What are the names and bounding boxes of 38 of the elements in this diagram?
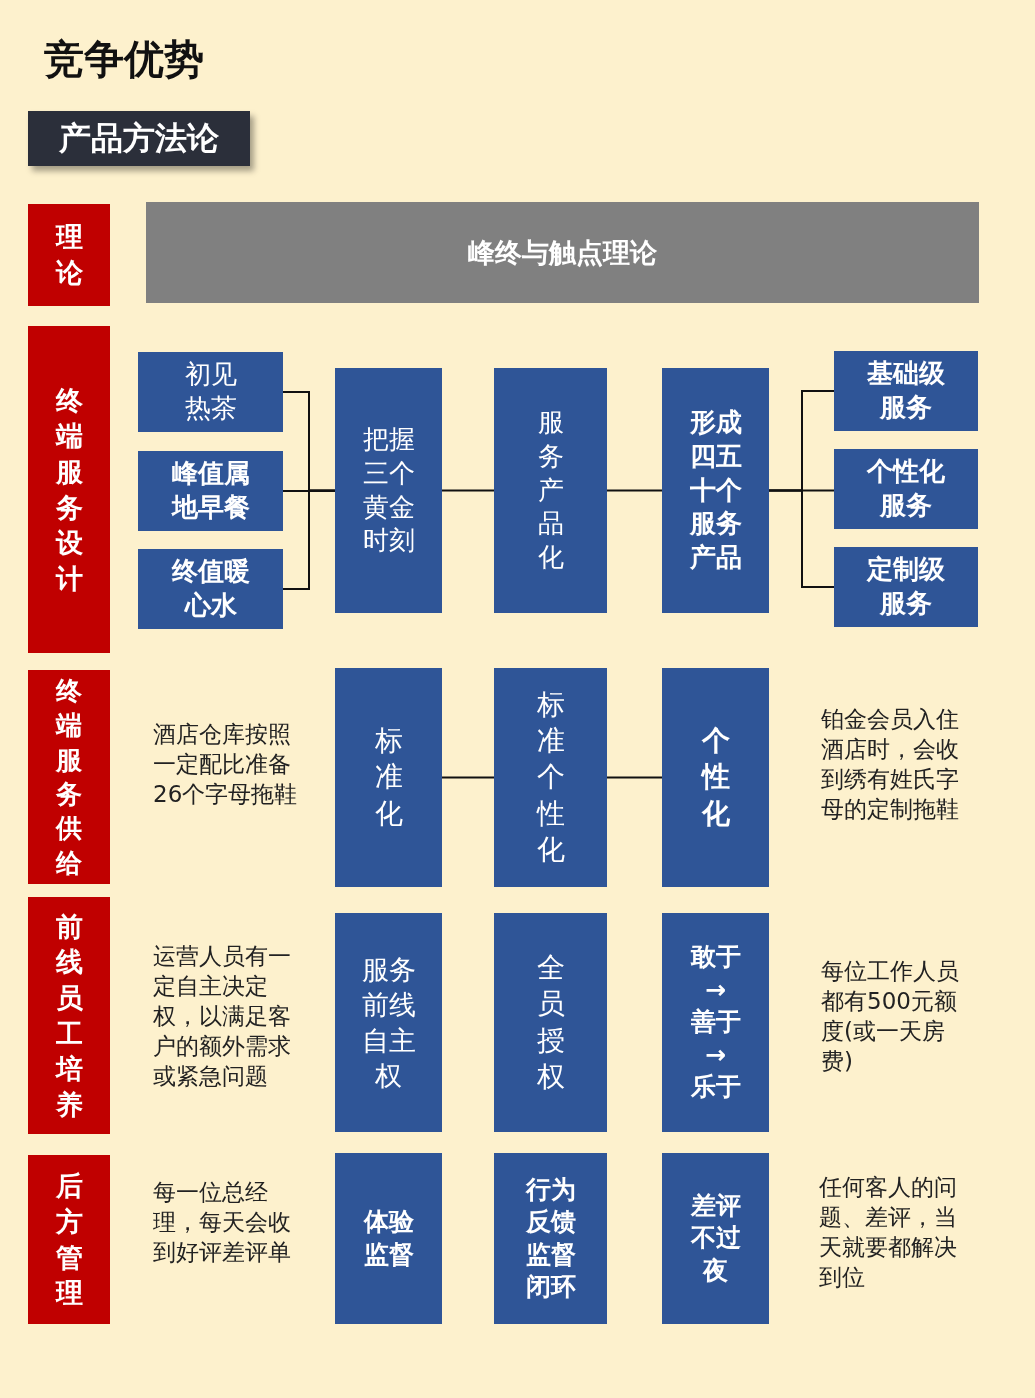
process-box: 基础级服务: [834, 351, 978, 431]
process-box: 行为反馈监督闭环: [494, 1153, 607, 1324]
connector-line: [282, 489, 336, 590]
row-header-box: 终端服务供给: [28, 670, 110, 884]
note-text: 运营人员有一定自主决定权，以满足客户的额外需求或紧急问题: [153, 942, 292, 1091]
process-box: 全员授权: [494, 913, 607, 1132]
process-box: 定制级服务: [834, 547, 978, 627]
connector-line: [606, 776, 663, 779]
process-box: 标准个性化: [494, 668, 607, 887]
note-text: 酒店仓库按照一定配比准备26个字母拖鞋: [153, 720, 299, 809]
note-text: 任何客人的问题、差评，当天就要都解决到位: [819, 1173, 958, 1292]
process-box: 敢于 → 善于 → 乐于: [662, 913, 769, 1132]
process-box: 峰值属地早餐: [138, 451, 283, 531]
process-box: 服务产品化: [494, 368, 607, 613]
process-box: 把握三个黄金时刻: [335, 368, 442, 613]
process-box: 服务前线自主权: [335, 913, 442, 1132]
connector-line: [441, 489, 495, 492]
process-box: 个性化: [662, 668, 769, 887]
process-box: 差评不过夜: [662, 1153, 769, 1324]
connector-line: [606, 489, 663, 492]
banner-box: 峰终与触点理论: [146, 202, 979, 303]
page-title: 竞争优势: [44, 35, 204, 84]
process-box: 体验监督: [335, 1153, 442, 1324]
row-header-box: 后方管理: [28, 1155, 110, 1324]
connector-line: [768, 489, 835, 588]
row-header-box: 终端服务设计: [28, 326, 110, 653]
note-text: 铂金会员入住酒店时，会收到绣有姓氏字母的定制拖鞋: [821, 705, 960, 824]
process-box: 初见热茶: [138, 352, 283, 432]
row-header-box: 理论: [28, 204, 110, 306]
process-box: 形成四五十个服务产品: [662, 368, 769, 613]
note-text: 每位工作人员都有500元额度(或一天房费): [821, 957, 960, 1076]
note-text: 每一位总经理，每天会收到好评差评单: [153, 1178, 292, 1267]
heading-box: 产品方法论: [28, 111, 250, 166]
process-box: 终值暖心水: [138, 549, 283, 629]
process-box: 个性化服务: [834, 449, 978, 529]
process-box: 标准化: [335, 668, 442, 887]
connector-line: [441, 776, 495, 779]
row-header-box: 前线员工培养: [28, 897, 110, 1134]
